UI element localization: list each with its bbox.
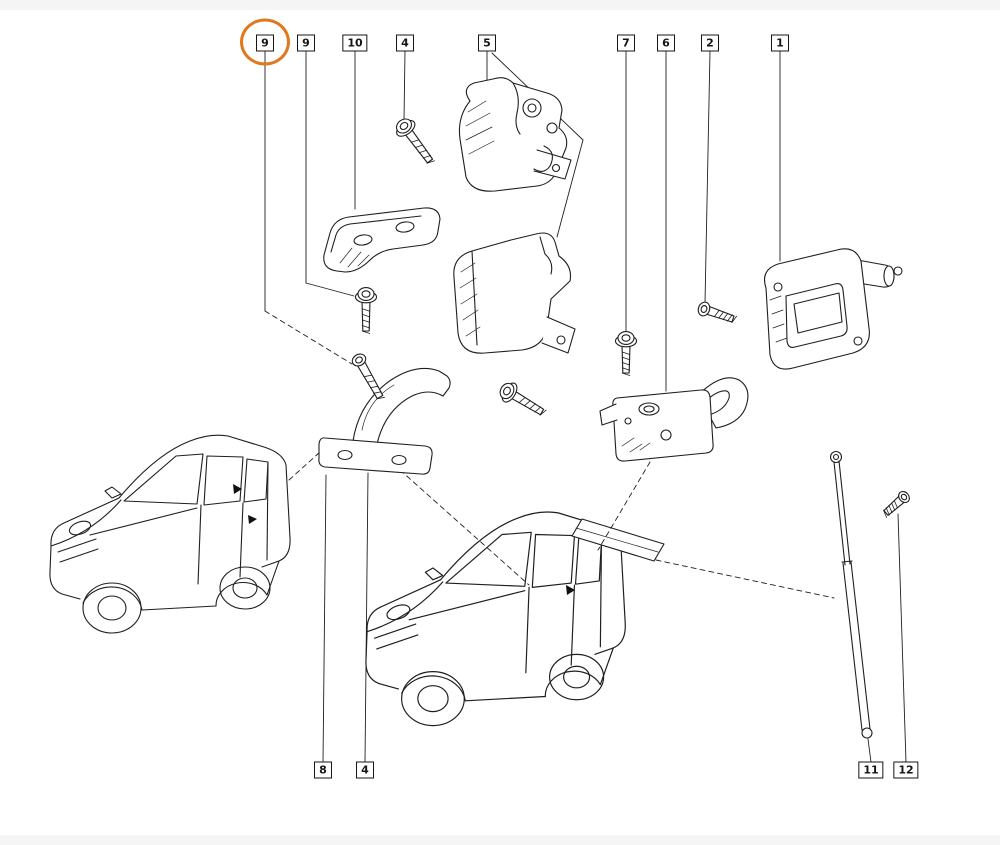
mount-point-arrow [248,515,257,524]
exploded-parts [318,77,903,739]
part-screw-12 [883,490,910,518]
part-bolt-2 [697,301,738,323]
car-center [365,511,626,727]
letterbox-top [0,0,1000,10]
part-screw-9b [354,287,378,334]
letterbox-bottom [0,835,1000,845]
leader-lines [264,50,907,763]
part-screw-7 [614,331,638,376]
part-hinge-plate-10 [323,207,441,273]
part-screw-4b [499,382,547,416]
part-cover-5 [453,232,576,354]
solid-leader-line [897,513,907,763]
part-latch-assembly-5 [458,77,572,192]
part-hinge-bracket-6 [599,377,749,462]
mount-point-arrow [233,484,242,494]
solid-leader-line [305,282,355,297]
mount-point-arrow [566,585,575,595]
solid-leader-line [364,472,369,763]
dashed-leader-line [264,310,353,365]
car-left [49,434,291,634]
car-center-tailgate-open [571,518,665,562]
dashed-leader-line [399,469,530,586]
dashed-leader-line [655,559,835,599]
screws-and-bolts [351,118,910,518]
part-screw-9a [351,353,385,400]
dashed-leader-line [288,451,321,481]
solid-leader-line [556,139,584,238]
part-gas-strut-11 [829,450,873,739]
vehicle-illustrations [49,434,665,727]
part-latch-1 [763,248,903,370]
mount-point-arrows [233,484,575,595]
solid-leader-line [704,50,711,304]
solid-leader-line [867,738,872,763]
dashed-leader-line [597,461,651,551]
solid-leader-line [322,474,327,763]
part-hinge-8 [318,367,451,475]
solid-leader-line [403,50,406,121]
part-screw-4-top [395,118,435,164]
